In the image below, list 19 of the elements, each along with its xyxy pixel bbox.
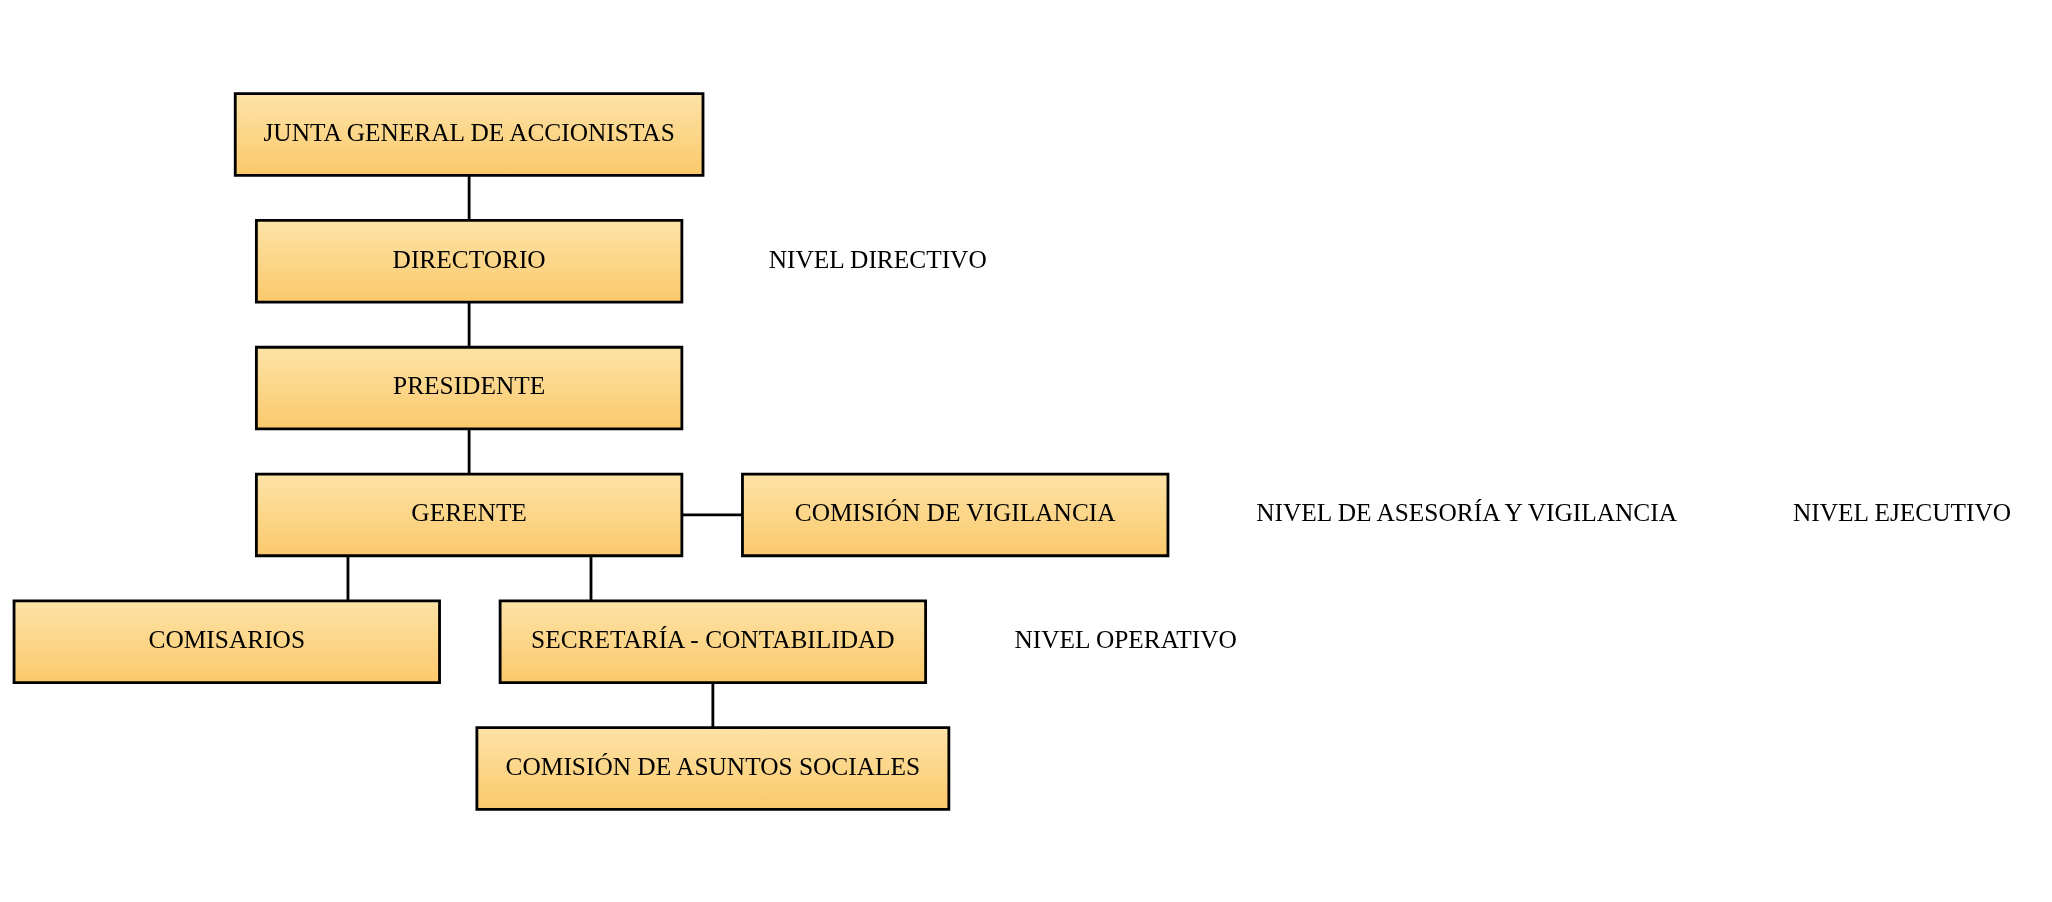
label: NIVEL DE ASESORÍA Y VIGILANCIA (1256, 497, 1678, 526)
connector (589, 555, 593, 600)
connector (467, 302, 471, 347)
connector (467, 175, 471, 220)
label: NIVEL DIRECTIVO (768, 244, 987, 272)
node-box: GERENTE (254, 472, 684, 557)
node-box: PRESIDENTE (254, 345, 684, 430)
connector (467, 429, 471, 474)
node-box: JUNTA GENERAL DE ACCIONISTAS (233, 91, 705, 177)
label: NIVEL EJECUTIVO (1792, 497, 2012, 526)
connector (681, 513, 743, 516)
node-box: COMISIÓN DE VIGILANCIA (741, 472, 1170, 557)
node-box: SECRETARÍA - CONTABILIDAD (498, 598, 927, 684)
connector (711, 682, 715, 727)
node-box: COMISARIOS (12, 598, 441, 684)
connector (346, 555, 350, 600)
label: NIVEL OPERATIVO (1014, 624, 1237, 653)
node-box: COMISIÓN DE ASUNTOS SOCIALES (475, 725, 951, 811)
node-box: DIRECTORIO (254, 218, 684, 304)
